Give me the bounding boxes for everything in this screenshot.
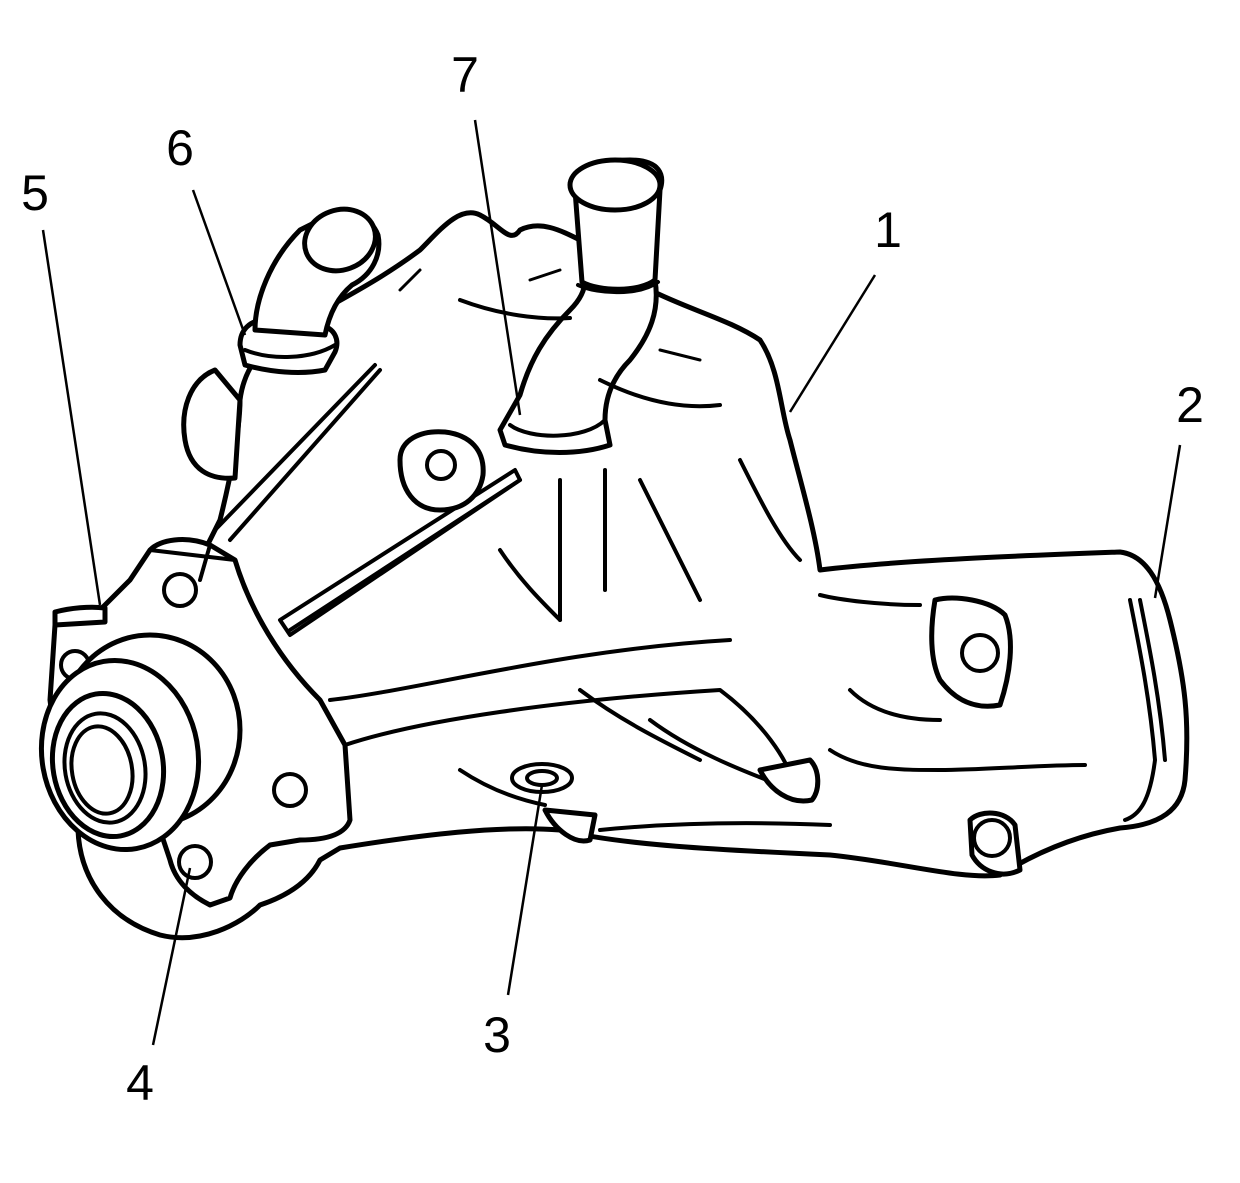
housing-contours	[213, 268, 1167, 832]
callout-5: 5	[21, 165, 49, 221]
callout-3: 3	[483, 1007, 511, 1063]
leader-5	[41, 229, 102, 606]
leader-6	[191, 189, 247, 336]
leader-1	[788, 274, 877, 413]
leader-lines	[41, 119, 1182, 1046]
mounting-bosses	[397, 429, 1023, 877]
callout-2: 2	[1176, 377, 1204, 433]
callout-7: 7	[451, 47, 479, 103]
pulley-flange	[38, 537, 353, 908]
callout-1: 1	[874, 202, 902, 258]
leader-4	[151, 867, 192, 1046]
callout-6: 6	[166, 120, 194, 176]
callout-4: 4	[126, 1055, 154, 1111]
pump-housing	[75, 157, 1190, 941]
leader-2	[1153, 444, 1182, 599]
leader-3	[506, 784, 544, 996]
leader-7	[473, 119, 522, 416]
